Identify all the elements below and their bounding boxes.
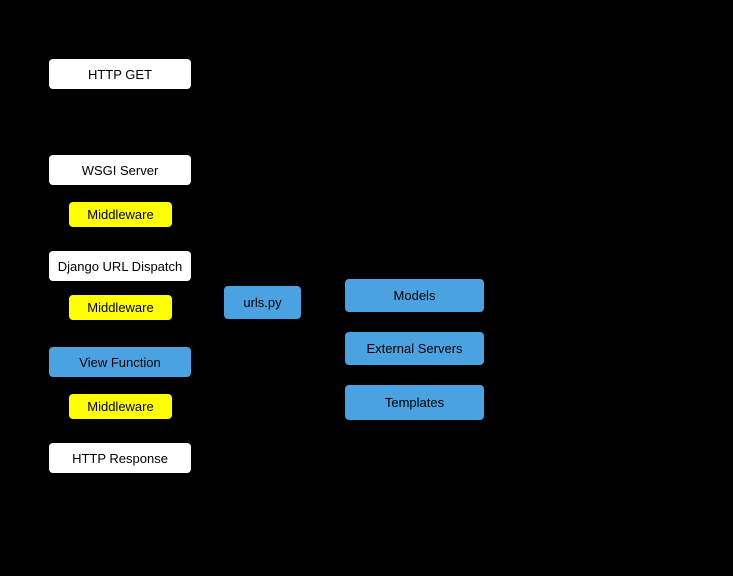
node-view-function-label: View Function xyxy=(79,354,161,370)
node-urls-py: urls.py xyxy=(223,285,302,320)
node-wsgi-server-label: WSGI Server xyxy=(81,162,159,178)
node-django-url-dispatch-label: Django URL Dispatch xyxy=(57,258,183,274)
node-templates-label: Templates xyxy=(384,395,445,410)
node-wsgi-server: WSGI Server xyxy=(48,154,192,186)
node-view-function: View Function xyxy=(48,346,192,378)
node-http-get-label: HTTP GET xyxy=(87,66,153,82)
node-templates: Templates xyxy=(344,384,485,421)
node-middleware-response: Middleware xyxy=(68,393,173,420)
node-urls-py-label: urls.py xyxy=(243,295,282,310)
node-middleware-request-label: Middleware xyxy=(87,207,154,222)
node-external-servers: External Servers xyxy=(344,331,485,366)
node-http-get: HTTP GET xyxy=(48,58,192,90)
node-middleware-view-label: Middleware xyxy=(87,300,154,315)
node-middleware-request: Middleware xyxy=(68,201,173,228)
node-django-url-dispatch: Django URL Dispatch xyxy=(48,250,192,282)
node-external-servers-label: External Servers xyxy=(366,341,463,356)
node-models-label: Models xyxy=(393,288,436,303)
node-models: Models xyxy=(344,278,485,313)
node-http-response: HTTP Response xyxy=(48,442,192,474)
node-http-response-label: HTTP Response xyxy=(72,450,168,466)
node-middleware-view: Middleware xyxy=(68,294,173,321)
node-middleware-response-label: Middleware xyxy=(87,399,154,414)
